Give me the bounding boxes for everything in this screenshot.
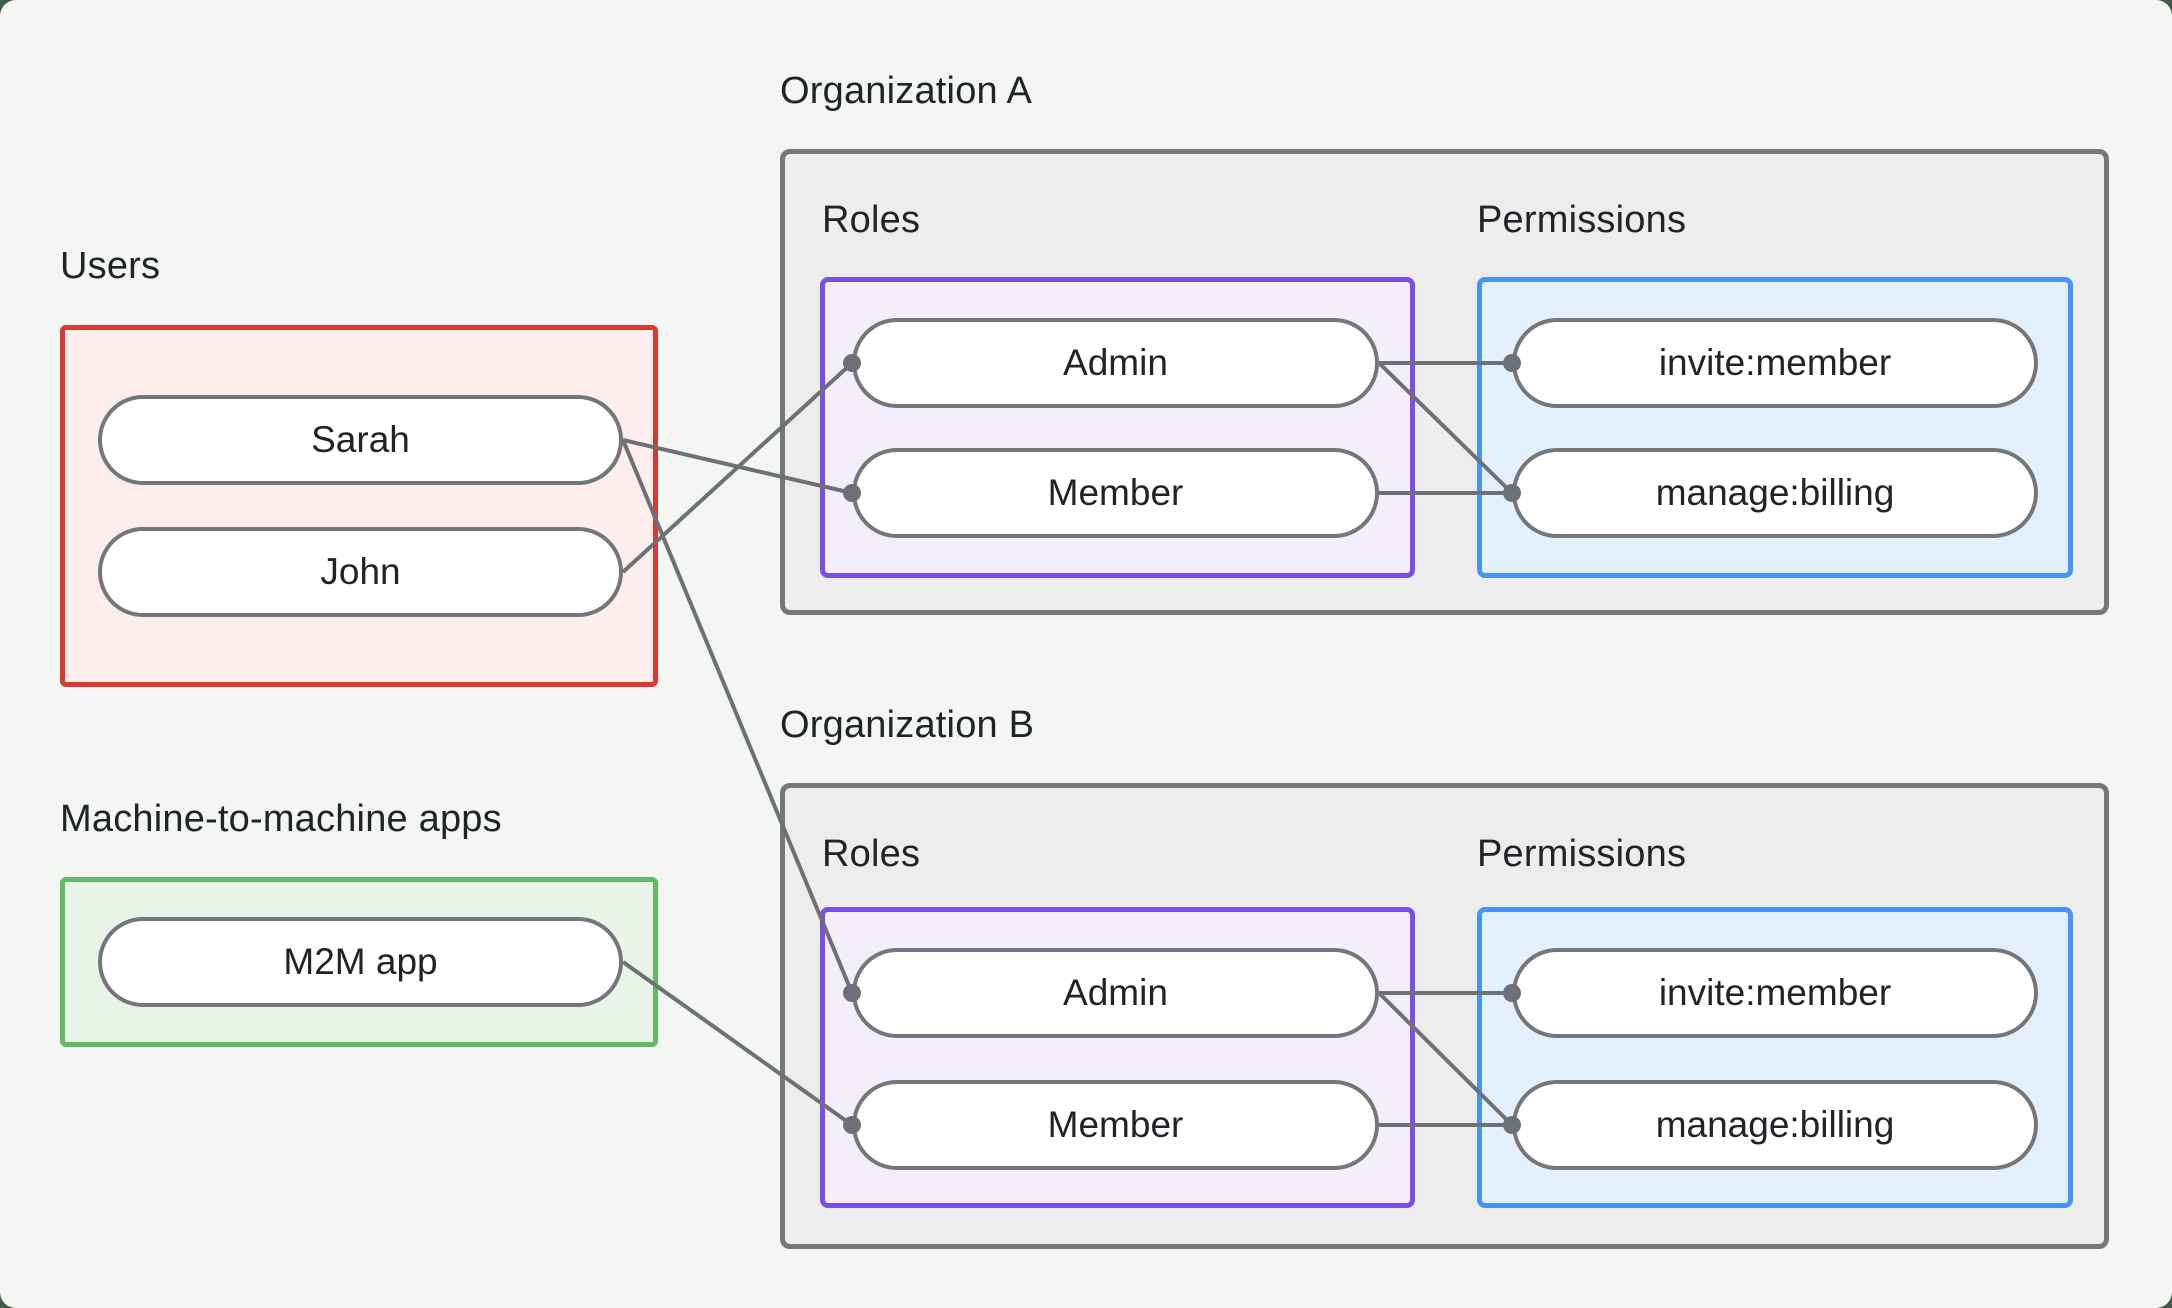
org-b-permissions-label: Permissions xyxy=(1477,833,1687,875)
m2m-group-label: Machine-to-machine apps xyxy=(60,798,502,840)
users-group-label: Users xyxy=(60,245,161,287)
user-node-sarah: Sarah xyxy=(98,395,623,485)
org-a-title: Organization A xyxy=(780,70,1033,112)
org-a-permission-manage-billing: manage:billing xyxy=(1512,448,2038,538)
org-b-role-admin: Admin xyxy=(852,948,1379,1038)
org-b-permission-invite-member: invite:member xyxy=(1512,948,2038,1038)
m2m-node-app: M2M app xyxy=(98,917,623,1007)
org-a-permissions-label: Permissions xyxy=(1477,199,1687,241)
org-a-roles-label: Roles xyxy=(822,199,921,241)
org-b-title: Organization B xyxy=(780,704,1035,746)
users-group-box xyxy=(60,325,658,687)
org-b-role-member: Member xyxy=(852,1080,1379,1170)
org-a-role-admin: Admin xyxy=(852,318,1379,408)
user-node-john: John xyxy=(98,527,623,617)
org-a-permission-invite-member: invite:member xyxy=(1512,318,2038,408)
org-a-role-member: Member xyxy=(852,448,1379,538)
org-b-roles-label: Roles xyxy=(822,833,921,875)
org-b-permission-manage-billing: manage:billing xyxy=(1512,1080,2038,1170)
